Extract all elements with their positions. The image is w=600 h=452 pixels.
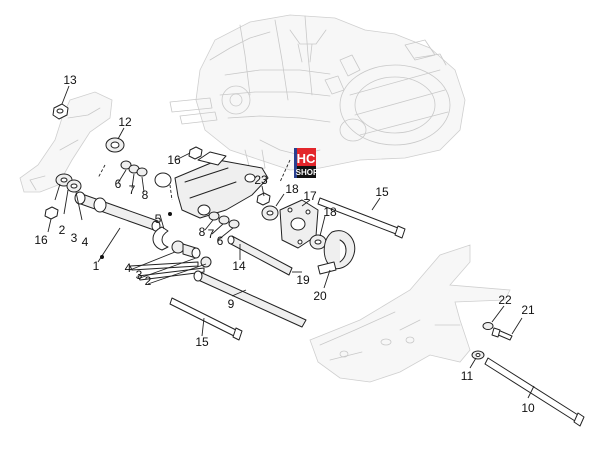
callout-14: 14: [232, 259, 246, 273]
hc-shop-logo: HC SHOP: [294, 148, 319, 178]
callout-7-upper: 7: [129, 183, 136, 197]
part-21-screw: [491, 327, 513, 341]
part-9-bolt: [193, 270, 307, 328]
part-15-bolt-lower: [169, 297, 243, 341]
part-16-bolt-mid: [188, 146, 203, 160]
callout-17: 17: [303, 189, 317, 203]
part-20-mount: [317, 230, 356, 275]
callout-2-left: 2: [59, 223, 66, 237]
callout-4-left: 4: [82, 235, 89, 249]
part-22-washer: [482, 322, 494, 330]
marker-dot: [100, 255, 104, 259]
part-23-screw: [256, 192, 271, 206]
logo-text-bottom: SHOP: [296, 168, 319, 177]
callout-labels: 1 2 3 4 5 6 7 8 9 10 11 12 13 14 15 16 1…: [34, 73, 535, 415]
frame-bracket-outline: [19, 91, 113, 193]
part-6-7-8-washers-upper: [120, 160, 172, 188]
part-10-bolt: [484, 357, 585, 427]
callout-4-bottom: 4: [125, 261, 132, 275]
part-11-washer: [471, 350, 485, 360]
callout-8-middle: 8: [199, 225, 206, 239]
part-14-pin: [227, 235, 293, 276]
callout-23: 23: [254, 173, 268, 187]
assembly-axes: [97, 159, 291, 201]
callout-3-bottom: 3: [136, 268, 143, 282]
callout-11: 11: [461, 369, 474, 383]
callout-21: 21: [521, 303, 535, 317]
callout-16-left: 16: [34, 233, 48, 247]
callout-13: 13: [63, 73, 77, 87]
callout-10: 10: [521, 401, 535, 415]
part-18-spacer-lower: [309, 234, 327, 250]
callout-18-lower: 18: [323, 205, 337, 219]
part-2-3-4-bushings-bottom: [129, 240, 212, 281]
part-18-spacer-upper: [261, 205, 279, 221]
marker-dot: [168, 212, 172, 216]
callout-9: 9: [228, 297, 235, 311]
callout-3-left: 3: [71, 231, 78, 245]
callout-15-lower: 15: [195, 335, 209, 349]
frame-section-outline: [309, 244, 511, 383]
leader-lines: [47, 85, 535, 399]
part-swingarm-link: [174, 151, 269, 219]
engine-outline: [169, 14, 466, 171]
logo-text-top: HC: [297, 151, 316, 166]
part-12-bearing: [105, 137, 125, 153]
callout-15-upper: 15: [375, 185, 389, 199]
part-16-bolt-left: [44, 206, 59, 220]
callout-12: 12: [118, 115, 132, 129]
callout-5: 5: [155, 212, 162, 226]
callout-6-upper: 6: [115, 177, 122, 191]
part-2-3-4-washers-left: [55, 173, 82, 193]
callout-18-upper: 18: [285, 182, 299, 196]
part-15-bolt-upper: [317, 197, 406, 239]
callout-6-middle: 6: [217, 234, 224, 248]
callout-19: 19: [296, 273, 310, 287]
part-5-clip: [152, 226, 169, 251]
callout-22: 22: [498, 293, 512, 307]
callout-16-mid: 16: [167, 153, 181, 167]
part-6-7-8-washers-middle: [208, 211, 240, 229]
callout-8-upper: 8: [142, 188, 149, 202]
callout-20: 20: [313, 289, 327, 303]
callout-1: 1: [93, 259, 100, 273]
callout-2-bottom: 2: [145, 274, 152, 288]
callout-7-middle: 7: [208, 227, 215, 241]
